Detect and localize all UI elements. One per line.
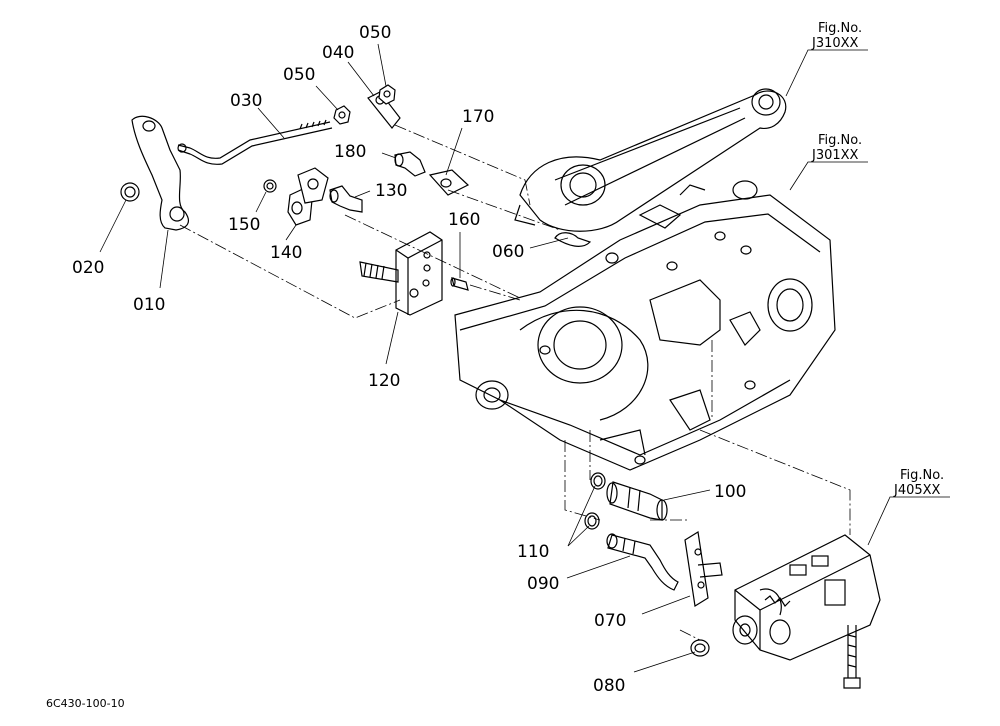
label-150: 150 [228,215,260,235]
lift-arm [514,88,787,232]
label-010: 010 [133,295,165,315]
drawing-code: 6C430-100-10 [46,697,125,710]
label-140: 140 [270,243,302,263]
label-070: 070 [594,611,626,631]
label-100: 100 [714,482,746,502]
assembly-centerlines [179,124,851,641]
label-120: 120 [368,371,400,391]
part-050-nut-a [333,105,351,125]
label-050-b: 050 [359,23,391,43]
part-020-o-ring [120,182,140,202]
label-170: 170 [462,107,494,127]
label-180: 180 [334,142,366,162]
figref-j310-line2: J310XX [811,36,859,51]
part-160-pin [450,277,469,291]
label-050-a: 050 [283,65,315,85]
part-050-nut-b [378,84,396,105]
part-100-valve [606,481,668,521]
hydraulic-housing [454,180,836,471]
part-140-block [287,167,329,226]
part-150-o-ring [263,179,277,193]
part-030-rod [177,119,333,165]
figref-j310-line1: Fig.No. [818,21,862,36]
figref-j301-line1: Fig.No. [818,133,862,148]
part-180-bolt [394,151,426,177]
control-valve [732,534,881,689]
label-040: 040 [322,43,354,63]
part-090-spool [606,533,679,591]
part-080-o-ring [690,639,710,657]
figref-j405-line2: J405XX [893,483,941,498]
part-110-o-ring-b [584,512,600,530]
figref-j405-line1: Fig.No. [900,468,944,483]
figure-references: Fig.No. J310XX Fig.No. J301XX Fig.No. J4… [811,21,944,498]
label-110: 110 [517,542,549,562]
part-110-o-ring-a [590,472,606,490]
part-labels: 010 020 030 040 050 050 060 070 080 090 … [72,23,746,696]
part-130-fitting [329,185,363,213]
leader-lines [99,43,950,673]
part-170-washer [428,169,470,196]
part-060-clip [554,232,592,247]
label-160: 160 [448,210,480,230]
label-020: 020 [72,258,104,278]
label-130: 130 [375,181,407,201]
part-070-plate [684,531,723,607]
part-120-bracket [359,231,443,316]
label-090: 090 [527,574,559,594]
label-030: 030 [230,91,262,111]
part-010-lever [131,115,189,231]
label-060: 060 [492,242,524,262]
label-080: 080 [593,676,625,696]
figref-j301-line2: J301XX [811,148,859,163]
